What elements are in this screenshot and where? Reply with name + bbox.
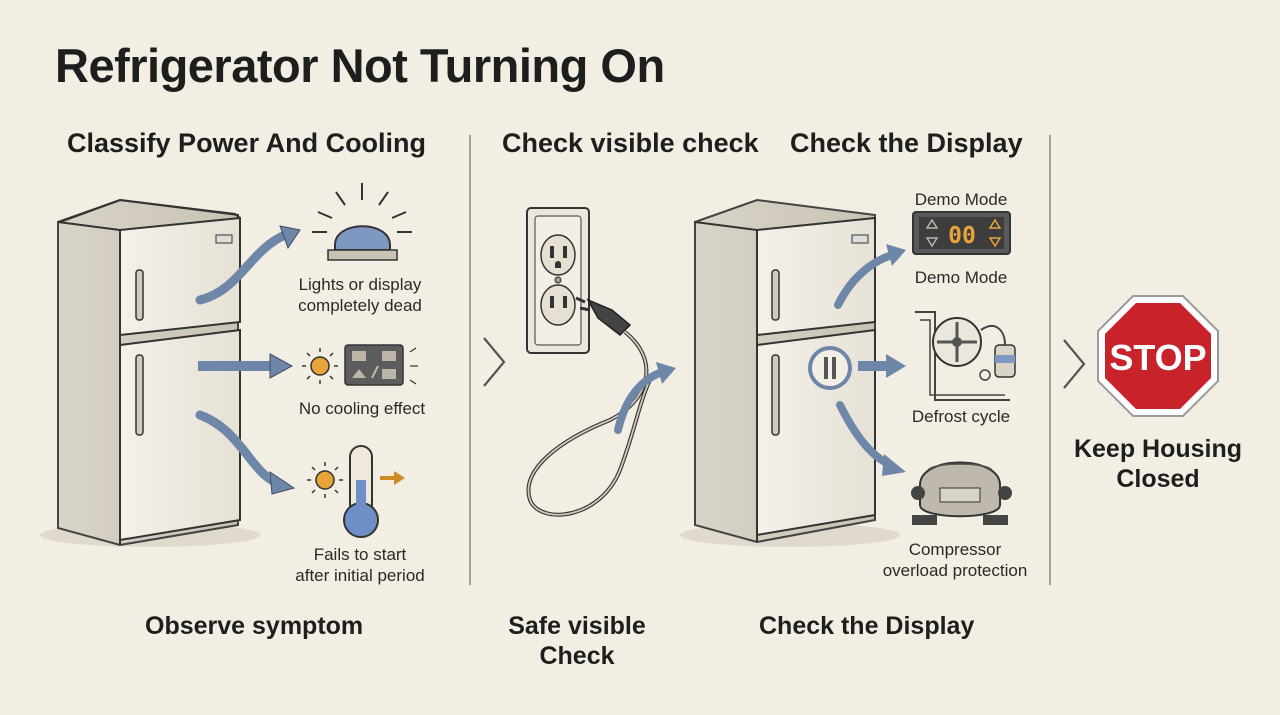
chevron-right-icon <box>483 337 506 387</box>
observe-symptom-label: Observe symptom <box>145 612 364 640</box>
wall-outlet-icon <box>526 207 590 354</box>
classify-heading: Classify Power And Cooling <box>67 128 427 158</box>
symptom-lights-label: Lights or display completely dead <box>298 275 422 315</box>
safe-visible-check-label: Safe visible Check <box>508 612 646 670</box>
demo-mode-top-label: Demo Mode <box>914 190 1008 209</box>
keep-housing-closed-label: Keep Housing Closed <box>1073 435 1243 493</box>
symptom-cooling-label: No cooling effect <box>298 399 426 418</box>
demo-mode-bottom-label: Demo Mode <box>914 268 1008 287</box>
stop-sign-icon <box>1097 295 1219 417</box>
sun-icon <box>302 348 338 384</box>
control-panel-icon <box>344 344 418 386</box>
page-title: Refrigerator Not Turning On <box>55 39 665 92</box>
chevron-right-icon <box>1063 339 1086 389</box>
display-heading: Check the Display <box>790 128 1023 158</box>
stop-sign-text: STOP <box>1109 337 1206 378</box>
visible-check-heading: Check visible check <box>502 128 759 158</box>
compressor-label: Compressor overload protection <box>882 540 1028 580</box>
digital-display-icon <box>912 211 1011 255</box>
sun-icon <box>307 462 343 498</box>
thermometer-icon <box>343 445 379 538</box>
refrigerator-icon <box>680 198 900 547</box>
compressor-icon <box>911 461 1012 525</box>
control-knob-icon <box>808 346 852 390</box>
power-plug-icon <box>526 296 652 517</box>
symptom-start-label: Fails to start after initial period <box>295 545 425 585</box>
refrigerator-icon <box>40 198 260 547</box>
defrost-unit-icon <box>915 311 1016 401</box>
defrost-cycle-label: Defrost cycle <box>911 407 1011 426</box>
check-display-footer-label: Check the Display <box>759 612 975 640</box>
arrow-up-icon <box>614 368 666 434</box>
arrow-to-demo <box>834 251 896 309</box>
arrow-to-start <box>195 410 280 487</box>
arrow-to-lights <box>195 230 290 305</box>
display-digits: 00 <box>948 223 976 249</box>
alarm-light-icon <box>312 183 412 261</box>
